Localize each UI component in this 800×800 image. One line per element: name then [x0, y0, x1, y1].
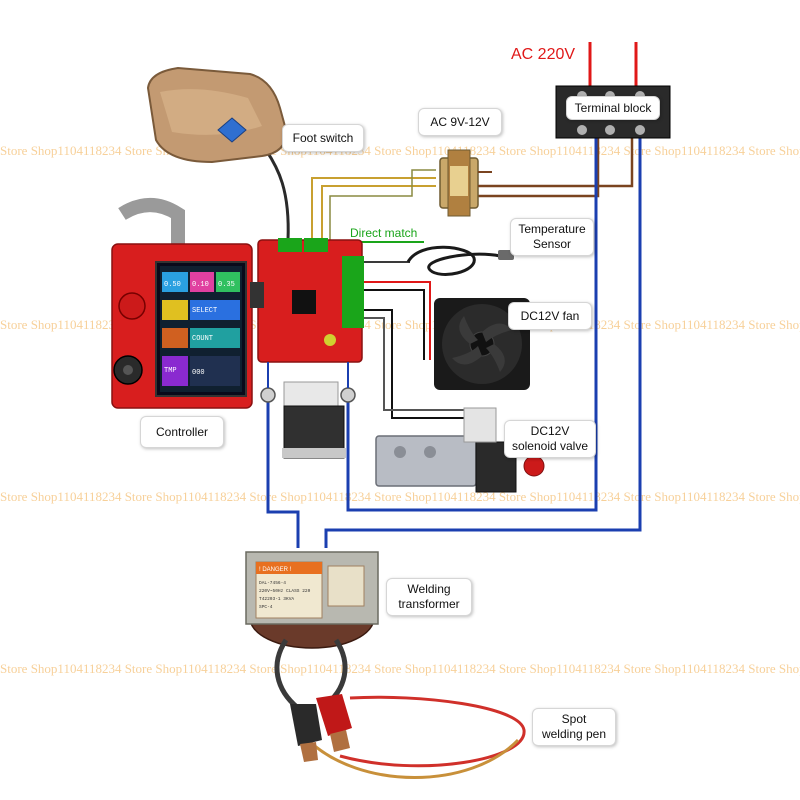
welding-cable: [306, 738, 520, 779]
welding-transformer-label-line2: transformer: [398, 597, 460, 611]
welding-cable: [339, 695, 526, 768]
temperature-sensor-label-line2: Sensor: [532, 237, 572, 251]
valve-wire: [362, 309, 470, 419]
foot-switch-cable: [264, 149, 290, 241]
watermark-row: Store Shop1104118234 Store Shop110411823…: [0, 661, 800, 676]
temperature-sensor-label: Temperature Sensor: [510, 218, 594, 256]
blue-main-wire: [346, 136, 598, 512]
welding-transformer-label-line1: Welding: [407, 582, 451, 596]
solenoid-valve-icon: [375, 407, 545, 493]
fan-icon: [434, 298, 530, 390]
blue-main-wire: [266, 398, 300, 548]
relay-module-icon: [250, 238, 364, 403]
spot-welding-pen-label-line1: Spot: [561, 712, 587, 726]
watermark-row: Store Shop1104118234 Store Shop110411823…: [0, 489, 800, 504]
controller-label: Controller: [140, 416, 224, 448]
solenoid-valve-label-line1: DC12V: [530, 424, 570, 438]
solenoid-valve-label: DC12V solenoid valve: [504, 420, 596, 458]
signal-wire: [321, 185, 436, 240]
valve-wire: [362, 317, 470, 411]
blue-main-wire: [324, 136, 642, 548]
dc12v-fan-label: DC12V fan: [508, 302, 592, 330]
fan-wire: [362, 281, 431, 360]
welding-cable: [274, 638, 300, 710]
transformer-feed-wire: [478, 136, 634, 188]
welding-transformer-label: Welding transformer: [386, 578, 472, 616]
ssr-icon: [282, 381, 346, 459]
temperature-sensor-label-line1: Temperature: [518, 222, 586, 236]
foot-pedal-icon: [146, 66, 288, 164]
temperature-probe-icon: [406, 245, 514, 276]
foot-switch-label: Foot switch: [282, 124, 364, 152]
signal-wire: [329, 169, 436, 240]
welding-transformer-icon: [245, 551, 379, 649]
solenoid-valve-label-line2: solenoid valve: [511, 439, 589, 453]
spot-welding-pen-label: Spot welding pen: [532, 708, 616, 746]
welding-pen-icon: [290, 694, 352, 762]
transformer-icon: [439, 149, 492, 217]
terminal-block-label: Terminal block: [566, 96, 660, 120]
ac-9v-12v-label: AC 9V-12V: [418, 108, 502, 136]
direct-match-label: Direct match: [350, 226, 418, 240]
fan-wire: [362, 289, 425, 360]
spot-welding-pen-label-line2: welding pen: [541, 727, 607, 741]
controller-board-icon: [111, 198, 253, 409]
transformer-feed-wire: [478, 136, 600, 198]
ac-220v-title: AC 220V: [511, 46, 576, 63]
signal-wire: [311, 177, 436, 240]
